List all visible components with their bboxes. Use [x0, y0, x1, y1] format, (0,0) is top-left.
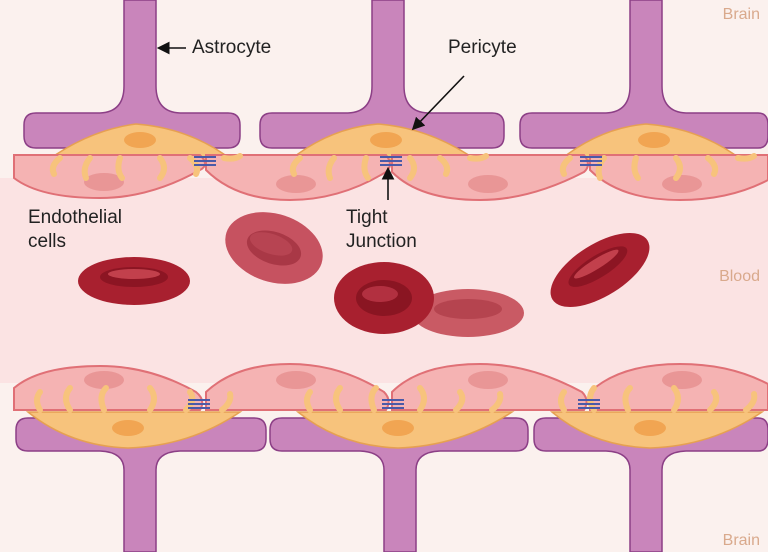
endothelial-nucleus [468, 175, 508, 193]
endothelial-nucleus [662, 371, 702, 389]
pericyte-nucleus [112, 420, 144, 436]
region-label-blood: Blood [719, 268, 760, 286]
tight-junction-label-line1: Tight [346, 206, 388, 230]
pericyte-label: Pericyte [448, 36, 517, 60]
pericyte-nucleus [124, 132, 156, 148]
pericyte-nucleus [638, 132, 670, 148]
pericyte-nucleus [382, 420, 414, 436]
endothelial-label-line2: cells [28, 230, 66, 254]
endothelial-nucleus [662, 175, 702, 193]
region-label-brain-bottom: Brain [723, 532, 760, 550]
endothelial-nucleus [468, 371, 508, 389]
tight-junction-label-line2: Junction [346, 230, 417, 254]
pericyte-nucleus [634, 420, 666, 436]
endothelial-label-line1: Endothelial [28, 206, 122, 230]
endothelial-nucleus [276, 371, 316, 389]
endothelial-nucleus [276, 175, 316, 193]
red-blood-cell [334, 262, 434, 334]
pericyte-nucleus [370, 132, 402, 148]
astrocyte-label: Astrocyte [192, 36, 271, 60]
region-label-brain-top: Brain [723, 6, 760, 24]
red-blood-cell [78, 257, 190, 305]
